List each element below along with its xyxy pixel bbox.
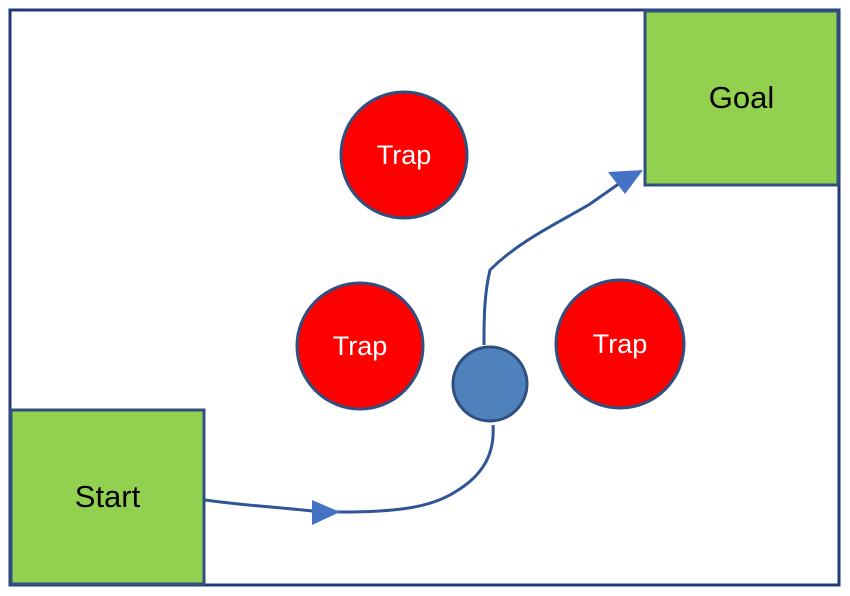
trap-label: Trap [592, 328, 648, 359]
trap-circle-top [339, 90, 469, 220]
triangle-arrow-icon [312, 500, 340, 525]
start-label: Start [74, 479, 141, 514]
path-agent-to-goal [482, 181, 621, 346]
goal-label: Goal [708, 80, 775, 115]
trap-circle-middle-right [554, 278, 686, 410]
circle-agent-icon [451, 345, 529, 423]
start-box [9, 408, 206, 586]
trap-label: Trap [376, 139, 432, 170]
path-start-to-agent [204, 424, 495, 514]
trap-circle-middle-left [295, 281, 425, 411]
trap-label: Trap [332, 330, 388, 361]
triangle-arrow-icon [608, 170, 643, 194]
goal-box [643, 9, 840, 187]
